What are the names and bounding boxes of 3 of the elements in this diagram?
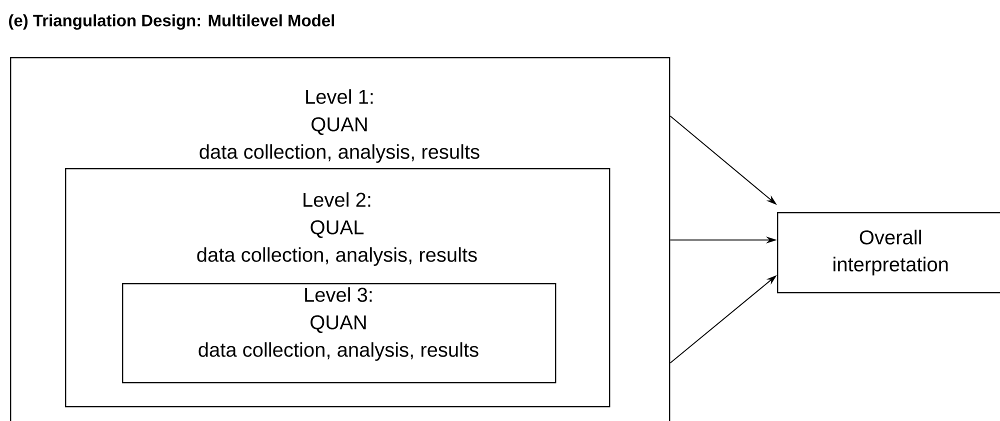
level-box: Level 3: QUAN data collection, analysis, results: [122, 283, 556, 384]
process-box: Overall interpretation: [777, 212, 1000, 294]
diagram-title: (e) Triangulation Design: Multilevel Model: [9, 14, 334, 30]
